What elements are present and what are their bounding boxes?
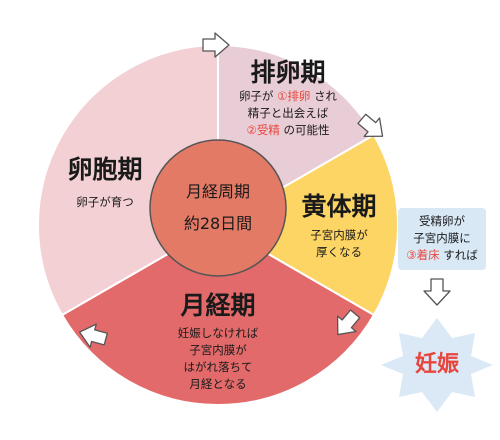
center-circle <box>149 139 287 277</box>
center-line-1: 月経周期 <box>185 182 250 201</box>
follicular-title: 卵胞期 <box>67 155 143 184</box>
menstruation-text-4: 月経となる <box>189 377 247 391</box>
arrow-down-left-icon <box>336 309 361 336</box>
ovulation-description: 卵子が ①排卵 され 精子と出会えば ②受精 の可能性 <box>218 88 358 139</box>
menstruation-text-1: 妊娠しなければ <box>177 326 259 340</box>
ovulation-mark-1: ①排卵 <box>277 89 311 103</box>
arrow-right-icon <box>202 32 230 58</box>
ovulation-text-4: の可能性 <box>283 123 330 137</box>
ovulation-text-2: され <box>314 89 338 103</box>
arrow-down-right-icon <box>357 113 384 138</box>
center-line-2: 約28日間 <box>183 214 253 233</box>
luteal-title: 黄体期 <box>301 192 377 221</box>
menstruation-description: 妊娠しなければ 子宮内膜が はがれ落ちて 月経となる <box>153 325 283 393</box>
menstruation-title: 月経期 <box>180 291 256 320</box>
ovulation-text-1: 卵子が <box>238 89 274 103</box>
luteal-text-1: 子宮内膜が <box>310 228 368 242</box>
note-text-1: 受精卵が <box>419 214 465 228</box>
note-text-3: すれば <box>443 248 478 262</box>
pregnancy-label: 妊娠 <box>414 352 459 377</box>
menstruation-text-3: はがれ落ちて <box>183 360 253 374</box>
center-label: 月経周期 約28日間 <box>168 176 268 240</box>
note-text-2: 子宮内膜に <box>413 231 471 245</box>
ovulation-text-3: 精子と出会えば <box>247 106 329 120</box>
implantation-note: 受精卵が 子宮内膜に ③着床 すれば <box>398 213 486 264</box>
pregnancy-star <box>381 318 493 412</box>
luteal-description: 子宮内膜が 厚くなる <box>289 227 389 261</box>
menstruation-text-2: 子宮内膜が <box>189 343 247 357</box>
arrow-left-icon <box>78 323 108 348</box>
luteal-sector <box>215 133 399 317</box>
note-mark: ③着床 <box>406 248 440 262</box>
ovulation-title: 排卵期 <box>250 58 326 87</box>
follicular-description: 卵子が育つ <box>76 195 134 209</box>
implantation-note-box <box>398 208 486 270</box>
luteal-text-2: 厚くなる <box>316 245 362 259</box>
ovulation-mark-2: ②受精 <box>246 123 280 137</box>
arrow-down-icon <box>423 278 451 306</box>
